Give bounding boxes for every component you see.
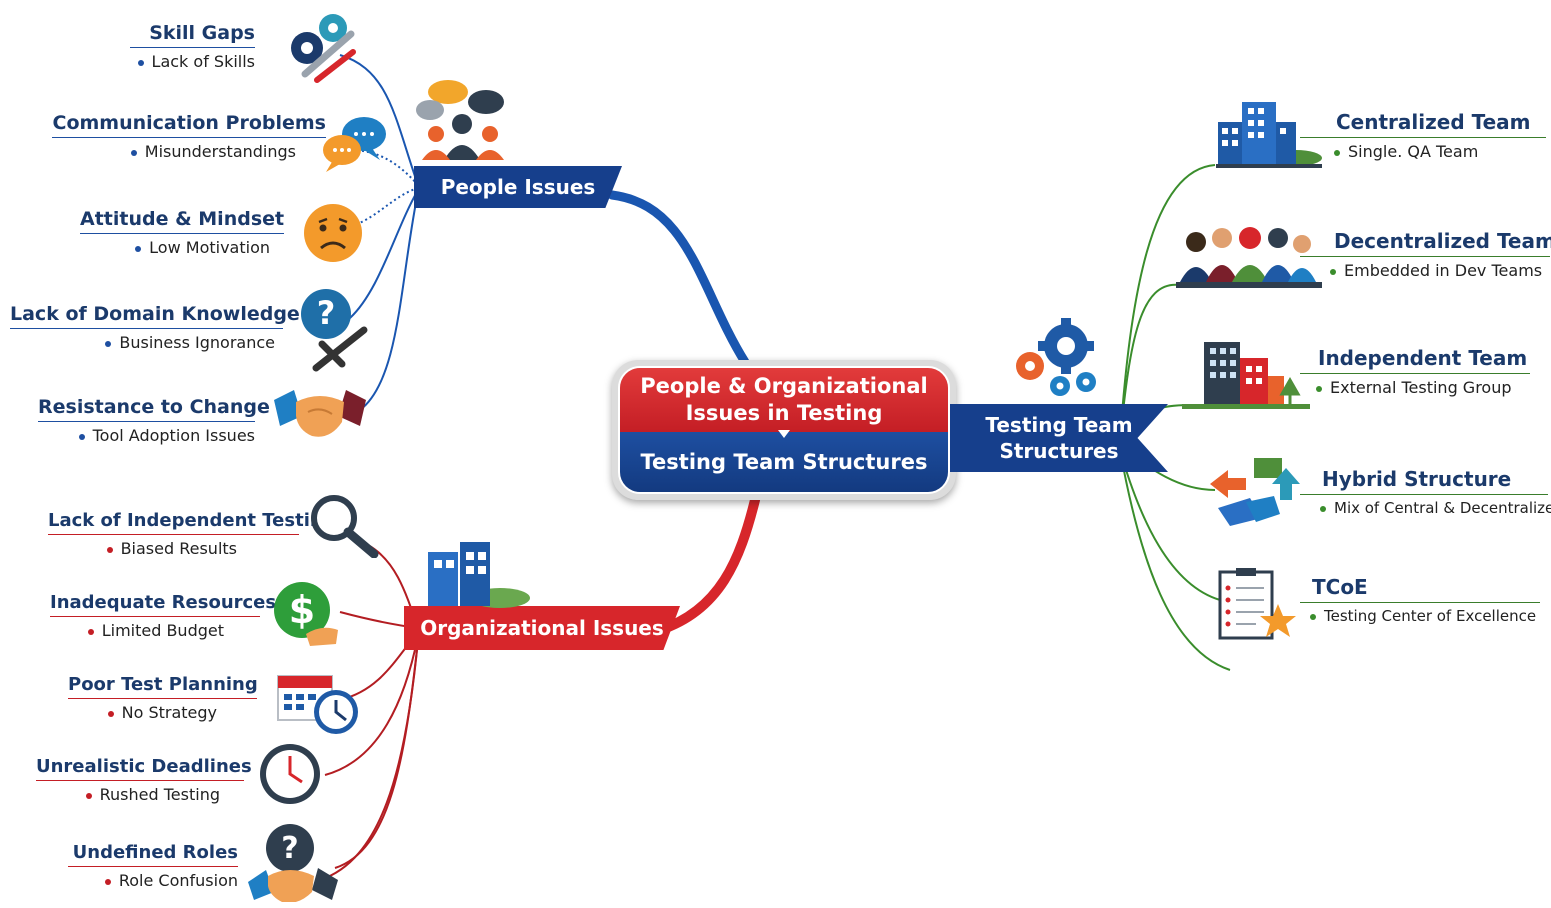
org-item-undefined-roles: Undefined Roles Role Confusion	[68, 842, 238, 890]
item-title: Skill Gaps	[149, 22, 255, 44]
dollar-icon: $	[274, 582, 338, 646]
center-subtitle: Testing Team Structures	[620, 432, 948, 492]
people-item-domain-knowledge: Lack of Domain Knowledge Business Ignora…	[10, 303, 300, 352]
people-item-resistance: Resistance to Change Tool Adoption Issue…	[38, 396, 270, 445]
org-item-unrealistic-deadlines: Unrealistic Deadlines Rushed Testing	[36, 756, 252, 804]
team-people-icon	[1176, 227, 1322, 288]
magnifier-icon	[311, 495, 379, 558]
org-item-poor-test-planning: Poor Test Planning No Strategy	[68, 674, 258, 722]
organizational-issues-banner: Organizational Issues	[404, 606, 680, 650]
city-buildings-icon	[1182, 342, 1310, 409]
clipboard-star-icon	[1218, 568, 1296, 640]
question-handshake-icon: ?	[248, 824, 338, 902]
structure-item-tcoe: TCoE Testing Center of Excellence	[1300, 575, 1540, 625]
people-item-attitude: Attitude & Mindset Low Motivation	[80, 208, 285, 257]
office-building-icon	[1216, 102, 1322, 168]
chat-bubbles-icon	[323, 117, 386, 172]
calendar-clock-icon	[277, 675, 358, 734]
people-item-communication: Communication Problems Misunderstandings	[52, 112, 326, 161]
structure-item-hybrid: Hybrid Structure Mix of Central & Decent…	[1300, 467, 1551, 517]
org-item-independent-testing: Lack of Independent Testing Biased Resul…	[48, 510, 336, 558]
structure-item-centralized: Centralized Team Single. QA Team	[1300, 110, 1546, 161]
structure-item-independent: Independent Team External Testing Group	[1300, 346, 1530, 397]
structure-item-decentralized: Decentralized Team Embedded in Dev Teams	[1300, 229, 1551, 280]
clock-icon	[260, 744, 320, 804]
svg-text:$: $	[289, 588, 315, 632]
handshake-icon	[274, 390, 366, 437]
building-icon	[428, 542, 530, 608]
people-issues-banner: People Issues	[414, 166, 622, 208]
svg-text:?: ?	[317, 294, 336, 332]
sad-face-icon	[304, 204, 362, 262]
people-chat-icon	[416, 80, 504, 160]
gears-tools-icon	[291, 14, 356, 83]
gears-icon	[1016, 318, 1096, 396]
org-item-inadequate-resources: Inadequate Resources Limited Budget	[50, 592, 277, 640]
svg-text:?: ?	[281, 831, 298, 866]
people-item-skill-gaps: Skill Gaps Lack of Skills	[130, 22, 255, 71]
center-arrow-icon	[778, 430, 790, 439]
question-icon: ?	[301, 289, 368, 372]
hybrid-arrows-icon	[1210, 458, 1300, 526]
